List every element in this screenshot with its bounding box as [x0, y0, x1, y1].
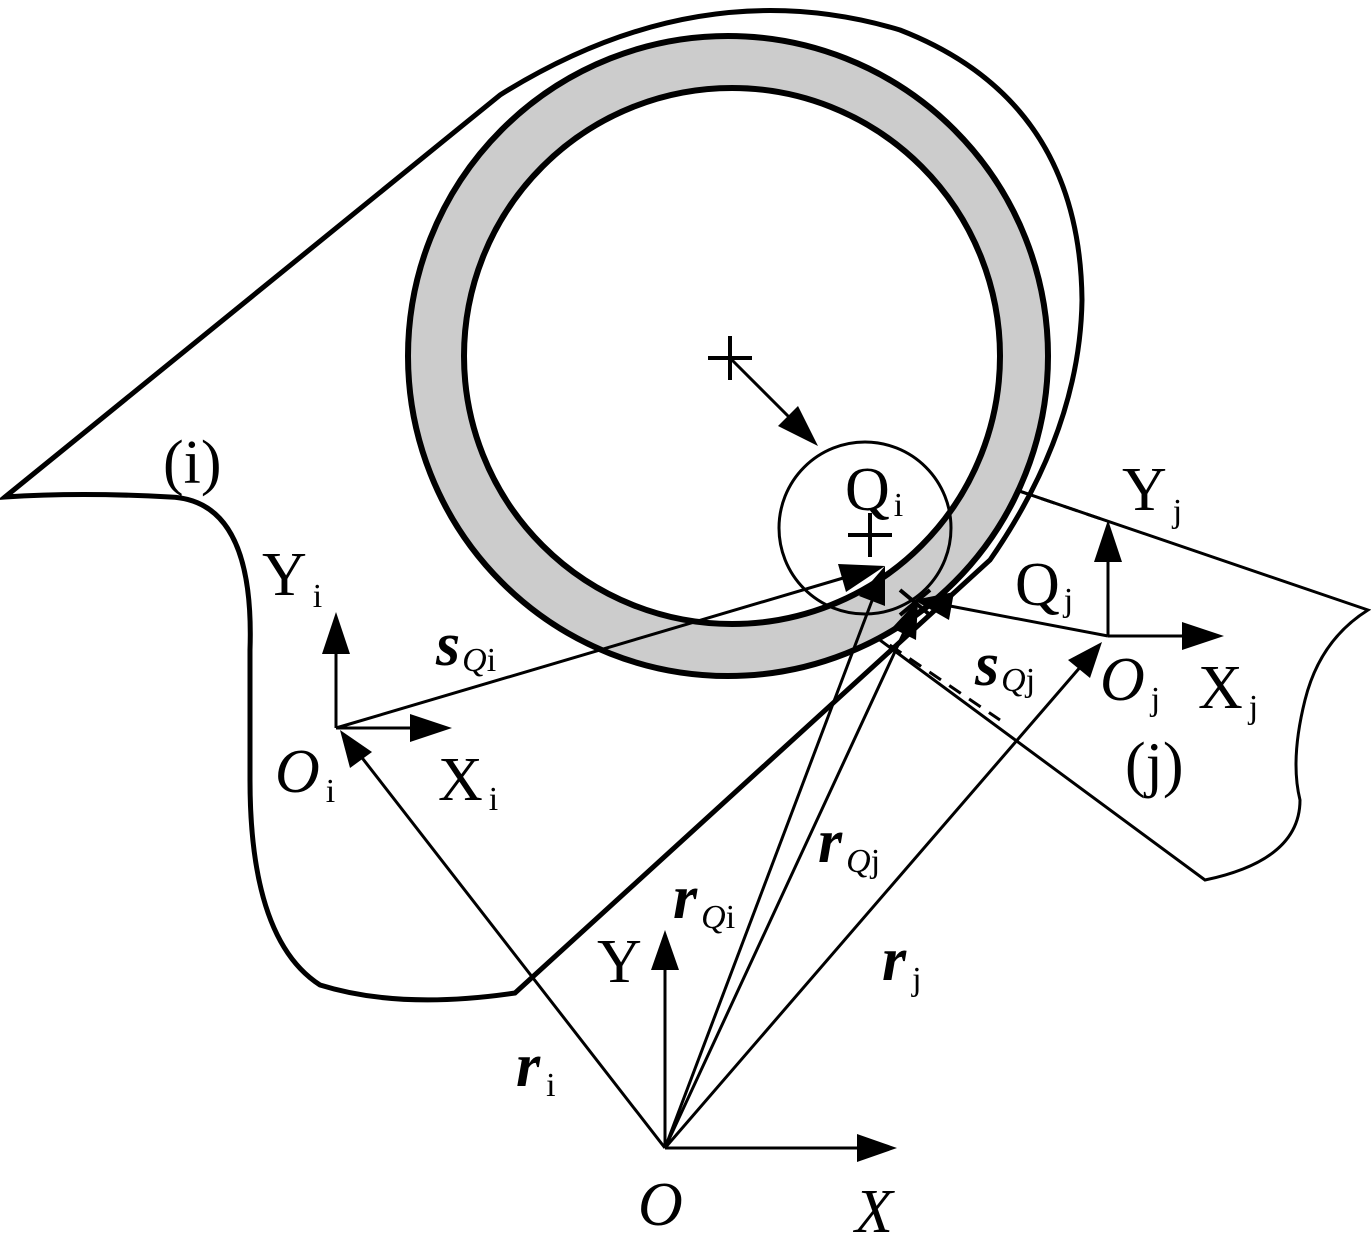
label-s-Qi: sQi	[435, 611, 496, 679]
local-frame-i	[322, 612, 452, 742]
vector-r-Qj	[663, 600, 918, 1149]
vector-s-Qi	[335, 564, 885, 730]
local-frame-j	[1094, 520, 1224, 650]
vector-r-j	[663, 642, 1102, 1149]
vector-r-i	[340, 730, 667, 1149]
body-i-outline	[0, 8, 1085, 1003]
label-O: O	[638, 1171, 683, 1238]
label-Y: Y	[597, 928, 642, 996]
global-frame	[651, 930, 897, 1162]
body-j-outline	[849, 450, 1371, 882]
point-Qj-marker	[898, 588, 932, 617]
vector-r-Qi	[663, 566, 885, 1149]
label-body-j: (j)	[1125, 731, 1184, 799]
label-X: X	[852, 1178, 895, 1238]
eccentricity-arrow	[728, 356, 818, 446]
vector-s-Qj	[914, 592, 1109, 638]
clearance-circle	[777, 440, 953, 616]
label-s-Qj: sQj	[974, 631, 1035, 699]
label-body-i: (i)	[163, 429, 222, 497]
pin-center-cross	[848, 513, 892, 557]
